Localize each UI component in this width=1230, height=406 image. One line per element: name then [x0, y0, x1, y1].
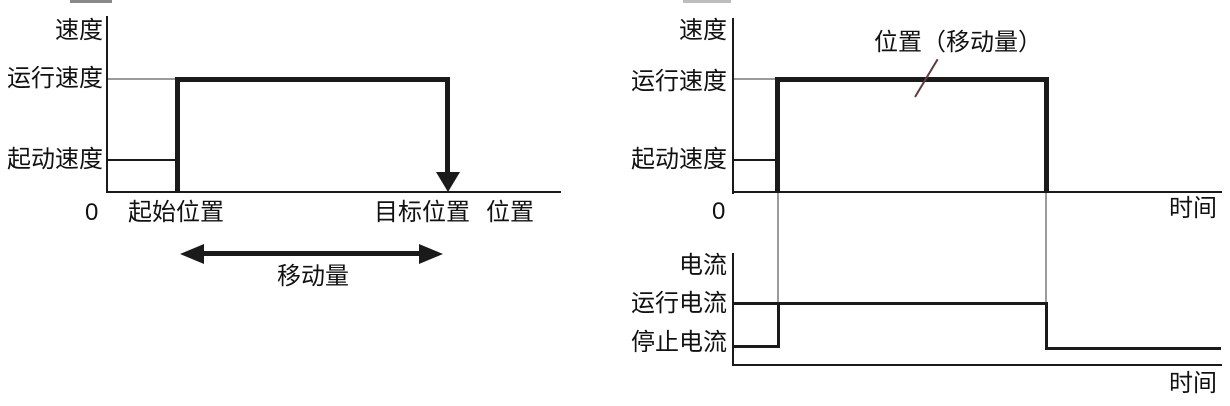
current-step-down: [1045, 302, 1048, 350]
current-step-up: [777, 302, 780, 348]
current-x-axis-label: 时间: [1169, 370, 1217, 397]
left-y-axis: [106, 16, 108, 193]
right-speed-x-axis: [732, 191, 1222, 193]
left-profile-top: [175, 77, 450, 82]
scan-artifact: [70, 0, 112, 3]
scan-artifact: [683, 0, 731, 3]
left-x-axis-label: 位置: [486, 199, 534, 226]
left-run-speed-label: 运行速度: [7, 65, 103, 92]
right-speed-y-axis-label: 速度: [679, 17, 727, 44]
current-y-axis-label: 电流: [679, 252, 727, 279]
stop-current-label: 停止电流: [631, 329, 727, 356]
right-profile-rise: [775, 77, 780, 193]
left-start-speed-line: [108, 159, 177, 161]
left-run-speed-refline: [108, 78, 177, 80]
stop-current-tail-segment: [1045, 347, 1221, 350]
down-arrowhead-icon: [436, 172, 460, 192]
left-x-axis: [106, 191, 561, 193]
right-start-speed-label: 起动速度: [631, 146, 727, 173]
right-profile-top: [775, 77, 1049, 82]
left-profile-rise: [175, 77, 180, 193]
current-x-axis: [732, 364, 1222, 366]
stop-current-start-segment: [734, 345, 780, 348]
position-annotation-label: 位置（移动量）: [874, 29, 1042, 56]
movement-label: 移动量: [277, 263, 349, 290]
run-current-label: 运行电流: [631, 290, 727, 317]
movement-arrow-shaft: [200, 251, 422, 256]
right-run-speed-label: 运行速度: [631, 68, 727, 95]
run-current-line: [734, 302, 1047, 305]
right-speed-y-axis: [732, 18, 734, 194]
left-y-axis-label: 速度: [55, 17, 103, 44]
right-arrowhead-icon: [419, 244, 443, 264]
right-start-speed-line: [734, 159, 777, 161]
right-speed-x-axis-label: 时间: [1169, 195, 1217, 222]
target-position-label: 目标位置: [374, 199, 470, 226]
left-profile-drop: [445, 77, 450, 174]
left-arrowhead-icon: [180, 244, 204, 264]
start-position-label: 起始位置: [128, 199, 224, 226]
current-y-axis: [732, 253, 734, 366]
left-start-speed-label: 起动速度: [7, 146, 103, 173]
right-run-speed-refline: [734, 78, 777, 80]
drop-connector-line: [1045, 193, 1047, 304]
right-origin-label: 0: [712, 198, 726, 225]
right-profile-drop: [1044, 77, 1049, 193]
rise-connector-line: [777, 193, 779, 348]
left-origin-label: 0: [85, 199, 99, 226]
